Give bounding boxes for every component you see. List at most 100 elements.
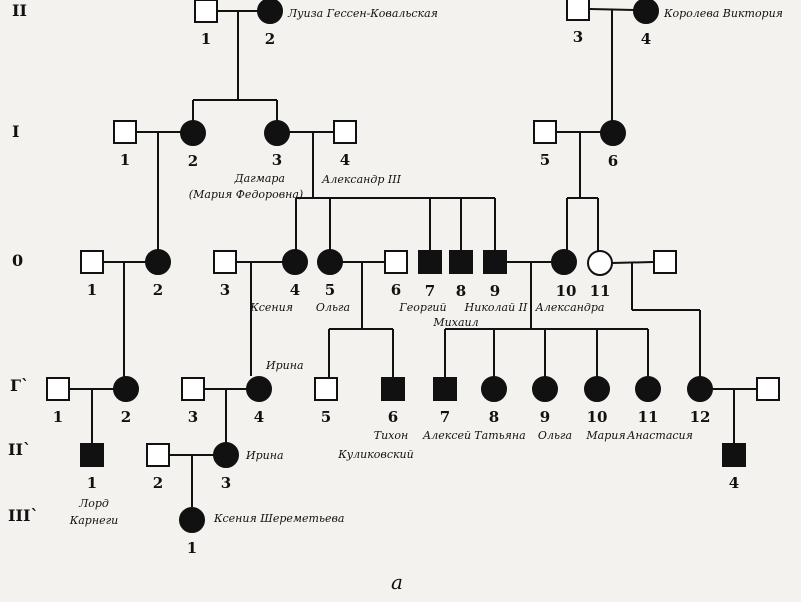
individual-0-1: 1 [80, 250, 104, 299]
individual-name: Анастасия [626, 429, 693, 442]
individual-G1-4: 4 Ирина [246, 359, 304, 426]
male-symbol [384, 250, 408, 274]
individual-name: Ксения Шереметьева [213, 512, 344, 525]
individual-name: Николай II [464, 301, 528, 314]
individual-number: 2 [121, 408, 131, 426]
affected-female-symbol [551, 249, 577, 275]
affected-male-symbol [483, 250, 507, 274]
affected-female-symbol [282, 249, 308, 275]
individual-number: 2 [188, 152, 198, 170]
male-symbol [194, 0, 218, 23]
individual-G1-3: 3 [181, 377, 205, 426]
male-symbol [533, 120, 557, 144]
individual-number: 4 [290, 281, 300, 299]
individual-name: Ксения [249, 301, 293, 314]
individual-number: 4 [340, 151, 350, 169]
male-symbol [46, 377, 70, 401]
individual-I-6: 6 [600, 120, 626, 170]
affected-male-symbol [722, 443, 746, 467]
individual-name: Татьяна [474, 429, 525, 442]
male-symbol [314, 377, 338, 401]
individual-number: 7 [425, 282, 435, 300]
individual-number: 3 [188, 408, 198, 426]
affected-male-symbol [418, 250, 442, 274]
individual-number: 8 [456, 282, 466, 300]
individual-G1-12: 12 [687, 376, 713, 426]
individual-number: 2 [153, 281, 163, 299]
male-symbol [333, 120, 357, 144]
individual-number: 4 [641, 30, 651, 48]
individual-number: 5 [321, 408, 331, 426]
affected-female-symbol [213, 442, 239, 468]
generation-label-gen-0: 0 [12, 251, 23, 270]
affected-female-symbol [633, 0, 659, 24]
individual-number: 7 [440, 408, 450, 426]
individual-0-12 [653, 250, 677, 274]
individual-0-11: 11 [587, 250, 613, 300]
individual-G2-4: 4 [722, 443, 746, 492]
male-symbol [756, 377, 780, 401]
individual-number: 6 [391, 281, 401, 299]
male-symbol [213, 250, 237, 274]
male-symbol [113, 120, 137, 144]
individual-name: Ирина [245, 449, 284, 462]
affected-male-symbol [381, 377, 405, 401]
individual-name: Ольга [316, 301, 350, 314]
individual-number: 5 [540, 151, 550, 169]
individual-name: Александр III [321, 173, 402, 186]
affected-female-symbol [257, 0, 283, 24]
individual-number: 12 [690, 408, 711, 426]
individual-number: 1 [201, 30, 211, 48]
individual-number: 1 [87, 474, 97, 492]
individual-number: 1 [87, 281, 97, 299]
generation-label-gen-i: I [12, 122, 19, 141]
affected-female-symbol [600, 120, 626, 146]
individual-I-5: 5 [533, 120, 557, 169]
affected-female-symbol [246, 376, 272, 402]
affected-female-symbol [264, 120, 290, 146]
affected-female-symbol [317, 249, 343, 275]
individual-number: 6 [608, 152, 618, 170]
individual-G1-5: 5 [314, 377, 338, 426]
individual-name: Ольга [538, 429, 572, 442]
generation-label-gen-g3: III` [8, 506, 38, 525]
individual-G3-1: 1 Ксения Шереметьева [179, 507, 344, 557]
pedigree-lines [70, 8, 756, 508]
affected-female-symbol [180, 120, 206, 146]
individual-number: 11 [638, 408, 659, 426]
individual-number: 4 [254, 408, 264, 426]
affected-male-symbol [433, 377, 457, 401]
male-symbol [181, 377, 205, 401]
affected-male-symbol [80, 443, 104, 467]
individual-name: Мария [585, 429, 625, 442]
individual-number: 1 [187, 539, 197, 557]
individual-name: Луиза Гессен-Ковальская [287, 7, 438, 20]
male-symbol [653, 250, 677, 274]
affected-female-symbol [584, 376, 610, 402]
male-symbol [146, 443, 170, 467]
individual-number: 1 [120, 151, 130, 169]
generation-label-gen-ii: II [12, 1, 27, 20]
individual-II-1: 1 [194, 0, 218, 48]
affected-female-symbol [481, 376, 507, 402]
individual-number: 10 [587, 408, 608, 426]
individual-name: Ирина [265, 359, 304, 372]
individual-number: 3 [220, 281, 230, 299]
affected-female-symbol [635, 376, 661, 402]
